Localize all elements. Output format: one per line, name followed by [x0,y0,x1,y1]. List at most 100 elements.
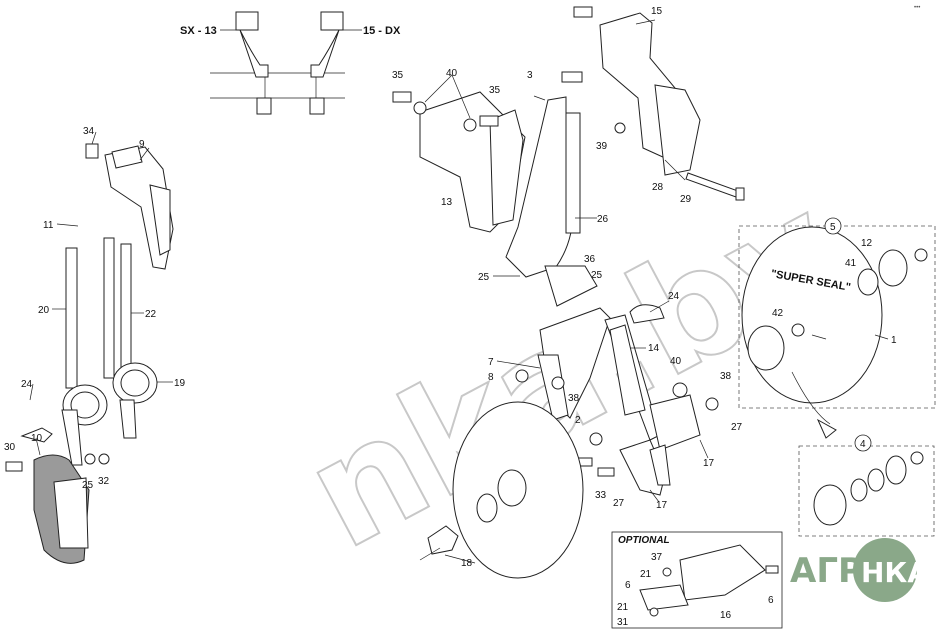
brand-logo: АГРО НКА [790,538,929,602]
spring-tine-20-22 [61,237,158,466]
callout-26: 26 [597,214,609,225]
callout-5-circle [824,217,842,235]
bolt-35-right [479,115,499,127]
washer-2 [589,432,603,446]
bearing-41 [857,268,879,296]
callout-40-right: 40 [670,356,682,367]
right-side-label: 15 - DX [363,25,401,37]
callout-32: 32 [98,476,110,487]
plate-6 [639,584,689,611]
callout-3: 3 [527,70,533,81]
callout-33: 33 [595,490,607,501]
nut-38-right [705,397,719,411]
bolt-30 [5,461,23,472]
callout-34: 34 [83,126,95,137]
optional-box [611,531,783,629]
callout-9: 9 [139,139,145,150]
washer-40-left [413,101,427,115]
leader-lines [29,19,889,564]
clip-24-right [629,304,665,324]
callout-14: 14 [648,343,660,354]
bolt-optional [765,565,779,574]
callout-1: 1 [891,335,897,346]
washer-39 [614,122,626,134]
bolt-33-right [597,467,615,477]
callout-5: 5 [830,222,836,233]
bolt-8 [515,369,529,383]
callout-24-right: 24 [668,291,680,302]
bracket-13 [419,91,526,233]
callout-18: 18 [461,558,473,569]
callout-17-lower: 17 [656,500,668,511]
callout-25-right: 25 [591,270,603,281]
callout-25-left: 25 [82,480,94,491]
callout-10: 10 [31,433,43,444]
callout-12: 12 [861,238,873,249]
callout-27-right: 27 [731,422,743,433]
callout-36: 36 [584,254,596,265]
disc-super-seal [741,226,883,404]
callout-35-left: 35 [392,70,404,81]
callout-4: 4 [860,439,866,450]
callout-15: 15 [651,6,663,17]
callout-20: 20 [38,305,50,316]
arrow-to-4 [816,418,837,439]
bolt-29 [685,172,739,198]
disc-bearing [476,493,498,523]
guard-16 [679,544,766,601]
washer-40-right [463,118,477,132]
hub-cap [427,525,459,555]
bolt-top [573,6,593,18]
brand-circle [853,538,917,602]
callout-42: 42 [772,308,784,319]
callout-24-left: 24 [21,379,33,390]
corner-mark: ••• [914,5,920,11]
disc-hub [497,469,527,507]
bracket-9 [104,145,174,270]
bracket-15 [599,12,701,176]
bolt-mid [561,71,583,83]
callout-6-left: 6 [625,580,631,591]
nut-40-right [672,382,688,398]
left-side-label: SX - 13 [180,25,217,37]
callout-4-circle [854,434,872,452]
rivet-21-bottom [649,607,659,617]
callout-38-right: 38 [720,371,732,382]
side-orientation-detail [210,11,345,115]
nut-32 [98,453,110,465]
callout-41: 41 [845,258,857,269]
callout-7: 7 [488,357,494,368]
flange-4 [813,484,847,526]
callout-6-right: 6 [768,595,774,606]
callout-numbers: 1 2 3 4 5 6 6 7 8 9 10 11 12 13 14 15 16… [4,6,897,628]
callout-16: 16 [720,610,732,621]
callout-22: 22 [145,309,157,320]
washer-25-left [84,453,96,465]
callout-13: 13 [441,197,453,208]
callout-31: 31 [617,617,629,628]
bolt-35-left [392,91,412,103]
callout-35-right: 35 [489,85,501,96]
brand-text-right: НКА [861,556,929,589]
callout-11: 11 [43,220,54,231]
mount-7-14 [537,307,661,441]
callout-30: 30 [4,442,16,453]
optional-label: OPTIONAL [618,535,670,546]
flange-42 [747,325,785,371]
blade-14 [649,444,671,486]
callout-29: 29 [680,194,692,205]
nut-38-left [551,376,565,390]
callout-17-upper: 17 [703,458,715,469]
callout-27-center: 27 [613,498,625,509]
seal-42 [791,323,805,337]
callout-21-lower: 21 [617,602,629,613]
callout-2: 2 [575,415,581,426]
snap-ring [914,248,928,262]
callout-37: 37 [651,552,663,563]
callout-19: 19 [174,378,186,389]
callout-39: 39 [596,141,608,152]
callout-8: 8 [488,372,494,383]
bolt-34 [85,143,99,159]
hub-12 [878,249,908,287]
